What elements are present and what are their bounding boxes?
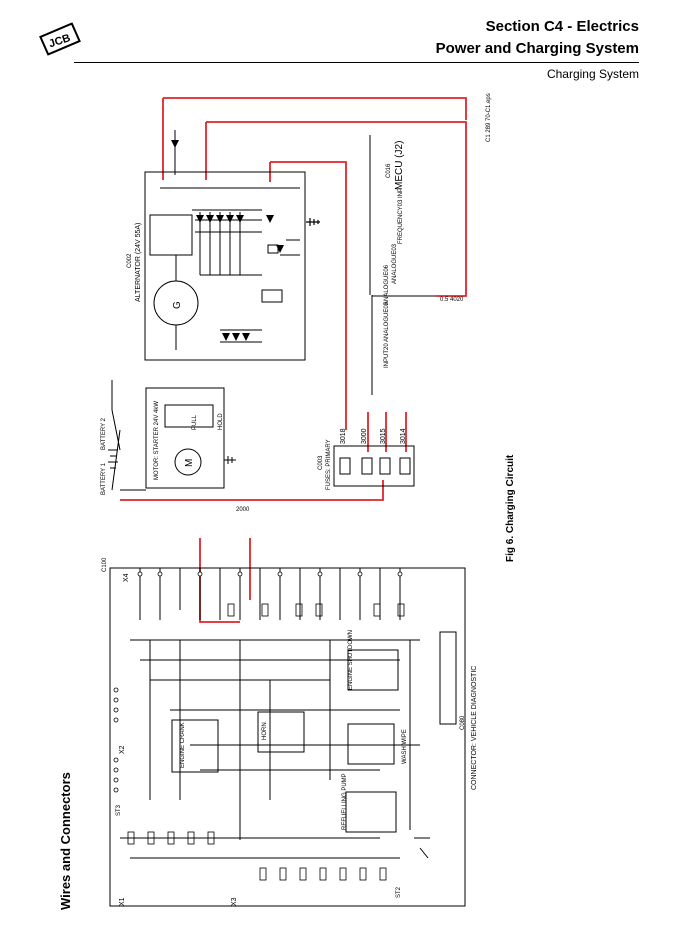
mecu-pin-3: ANALOGUE03 (392, 243, 398, 284)
jcb-logo: JCB (37, 21, 82, 56)
conn-x3: X3 (231, 897, 238, 906)
conn-st3: ST3 (116, 804, 122, 816)
wire-3014: 3014 (400, 428, 407, 444)
mecu-label: MECU (J2) (394, 141, 405, 190)
relay-engine-shutdown: ENGINE SHUTDOWN (348, 630, 354, 690)
diag-connector-id: C080 (460, 715, 466, 730)
starter-pull: PULL (192, 414, 198, 430)
battery2-label: BATTERY 2 (101, 417, 107, 450)
section-title: Section C4 - Electrics (485, 18, 639, 35)
wire-3018: 3018 (340, 428, 347, 444)
battery1-label: BATTERY 1 (101, 462, 107, 495)
alternator (144, 130, 306, 361)
mecu-pin-4: FREQUENCY03 INP (398, 188, 404, 244)
topic-title: Charging System (546, 67, 639, 81)
conn-x1: X1 (119, 897, 126, 906)
wire-4020: 0.5 4020 (440, 297, 464, 303)
connector-pins (113, 571, 403, 793)
mecu-id: C016 (386, 163, 392, 178)
wire-3000: 3000 (361, 428, 368, 444)
relay-engine-crank: ENGINE CRANK (180, 722, 186, 768)
fuses-id: C003 (318, 455, 324, 470)
alternator-diodes (171, 140, 284, 341)
diag-connector-label: CONNECTOR: VEHICLE DIAGNOSTIC (471, 666, 478, 790)
fuses-label: FUSES: PRIMARY (326, 439, 332, 490)
alternator-label: ALTERNATOR (24V 55A) (135, 223, 142, 302)
relay-refuelling-pump: REFUELLING PUMP (342, 773, 348, 830)
mecu-pin-2: ANALOGUE06 (384, 264, 390, 305)
subsection-title: Power and Charging System (435, 40, 639, 57)
fuses-primary (333, 445, 415, 487)
starter-label: MOTOR: STARTER 24V 4kW (154, 401, 160, 480)
conn-st2: ST2 (396, 886, 402, 898)
alternator-id: C002 (127, 253, 133, 268)
mecu-block (369, 135, 436, 395)
relay-wash-wipe: WASH WIPE (402, 729, 408, 764)
starter-hold: HOLD (218, 413, 224, 430)
conn-x2: X2 (119, 745, 126, 754)
mecu-pin-1: INPUT20 ANALOGUE05 (384, 301, 390, 368)
starter-m: M (184, 459, 195, 467)
relay-horn: HORN (262, 722, 268, 740)
header-rule (74, 62, 639, 63)
ground-icon (306, 218, 320, 226)
relay-block (109, 567, 466, 907)
relay-fuse-row (127, 603, 405, 881)
conn-x4: X4 (123, 573, 130, 582)
relay-block-id: C100 (102, 557, 108, 572)
battery-starter (108, 380, 236, 491)
highlight-wires (120, 97, 467, 623)
wire-2000: 2000 (236, 507, 250, 513)
wire-3015: 3015 (380, 428, 387, 444)
alternator-g: G (172, 301, 183, 309)
